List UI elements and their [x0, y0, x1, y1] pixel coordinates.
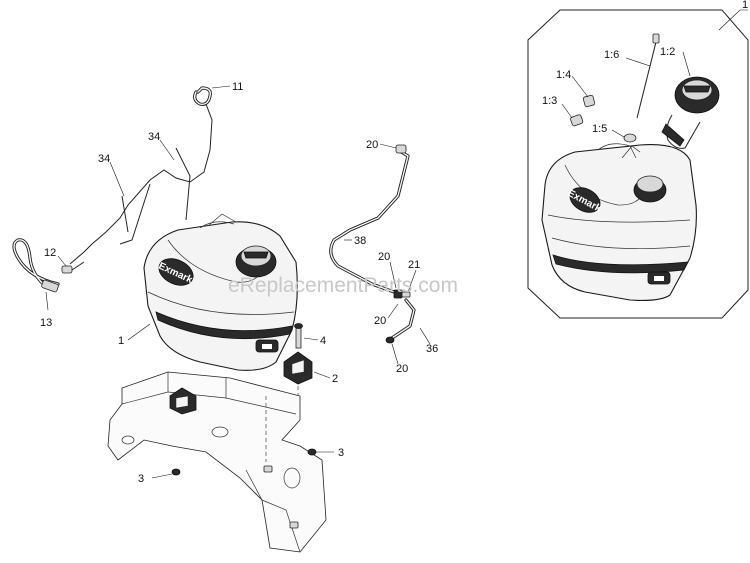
callout-20-lower: 20 [374, 315, 386, 327]
vent-fitting-icon [582, 94, 596, 108]
callout-36: 36 [426, 343, 438, 355]
grommet-icon [570, 114, 584, 127]
inset-fuel-tank: Exmark [541, 143, 697, 301]
detail-inset: Exmark [527, 0, 749, 319]
main-fuel-tank: Exmark 1 [118, 213, 298, 371]
fuel-cap-icon [661, 76, 720, 149]
callout-12: 12 [44, 247, 56, 259]
callout-2: 2 [332, 373, 338, 385]
callout-1-5: 1:5 [592, 123, 607, 135]
callout-4: 4 [320, 335, 326, 347]
small-valve-icon [623, 133, 637, 143]
callout-20-bottom: 20 [396, 363, 408, 375]
callout-13: 13 [40, 317, 52, 329]
callout-34-upper: 34 [148, 131, 160, 143]
callout-3-right: 3 [338, 447, 344, 459]
watermark: eReplacementParts.com [228, 274, 458, 297]
callout-1-3: 1:3 [542, 95, 557, 107]
bolt-icon: 4 [294, 323, 326, 349]
callout-1-main: 1 [118, 335, 124, 347]
callout-1-4: 1:4 [556, 69, 571, 81]
dipstick-icon [636, 33, 660, 119]
callout-3-left: 3 [138, 473, 144, 485]
callout-11: 11 [232, 81, 243, 93]
callout-1-6: 1:6 [604, 49, 619, 61]
vent-line-assembly: 11 34 34 12 13 [12, 81, 243, 329]
tank-bracket-icon: 2 [283, 351, 338, 410]
mounting-frame [107, 371, 327, 553]
fuel-hose-assembly: 20 38 20 21 20 36 20 [329, 139, 438, 375]
callout-21: 21 [408, 259, 420, 271]
callout-38: 38 [354, 235, 366, 247]
callout-20-mid: 20 [378, 251, 390, 263]
callout-1-inset: 1 [742, 0, 748, 11]
callout-34-left: 34 [98, 153, 110, 165]
callout-1-2: 1:2 [660, 46, 675, 58]
nut-icon: 3 3 [138, 447, 344, 485]
callout-20-top: 20 [366, 139, 378, 151]
